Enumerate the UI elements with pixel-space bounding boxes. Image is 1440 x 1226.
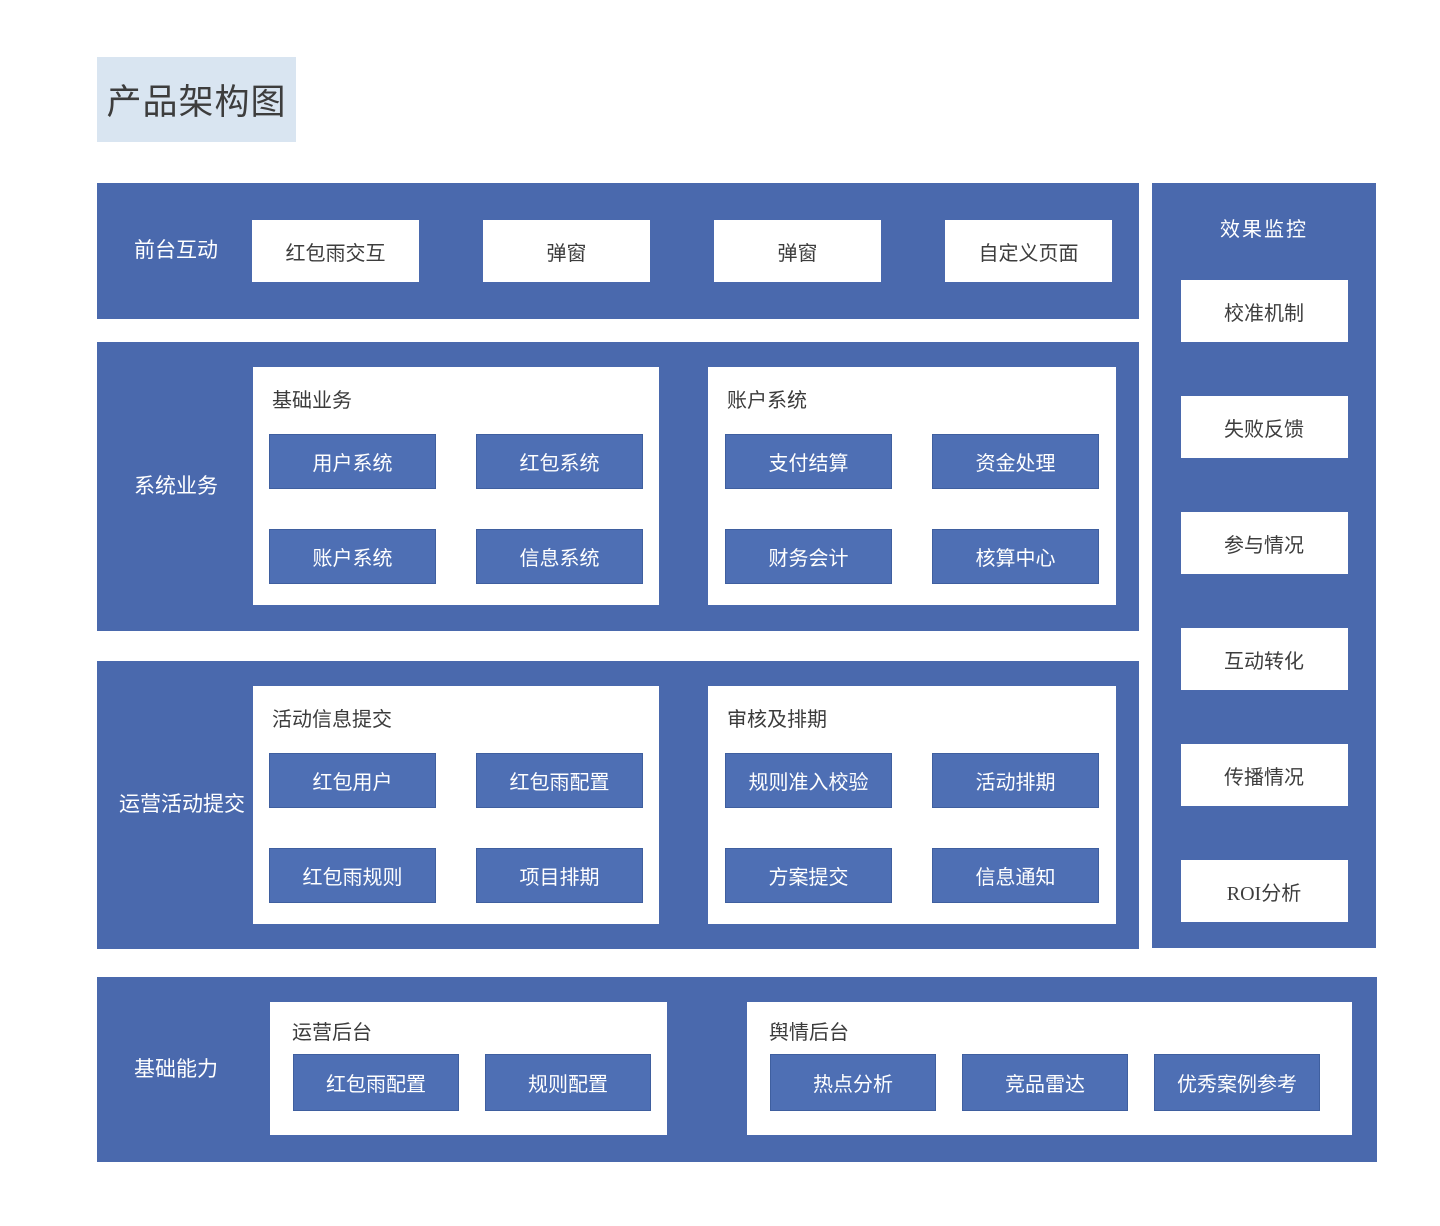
- panel-operation-backend-title: 运营后台: [292, 1022, 372, 1044]
- monitor-item-calibration: 校准机制: [1180, 280, 1348, 342]
- module-competitor-radar: 竞品雷达: [962, 1054, 1128, 1111]
- module-redpacket-rain-config: 红包雨配置: [476, 753, 643, 808]
- module-info-system: 信息系统: [476, 529, 643, 584]
- module-rule-admission-check: 规则准入校验: [725, 753, 892, 808]
- module-accounting-center: 核算中心: [932, 529, 1099, 584]
- module-project-schedule: 项目排期: [476, 848, 643, 903]
- module-redpacket-system: 红包系统: [476, 434, 643, 489]
- panel-activity-info-grid: 红包用户 红包雨配置 红包雨规则 项目排期: [253, 753, 659, 903]
- monitor-list: 校准机制 失败反馈 参与情况 互动转化 传播情况 ROI分析: [1180, 280, 1348, 922]
- front-item-redpacket-rain: 红包雨交互: [252, 220, 419, 282]
- panel-review-schedule-grid: 规则准入校验 活动排期 方案提交 信息通知: [708, 753, 1116, 903]
- module-rule-config: 规则配置: [485, 1054, 651, 1111]
- panel-account-system-title: 账户系统: [727, 390, 807, 412]
- module-info-notification: 信息通知: [932, 848, 1099, 903]
- panel-basic-business-grid: 用户系统 红包系统 账户系统 信息系统: [253, 434, 659, 584]
- panel-operation-backend-row: 红包雨配置 规则配置: [293, 1054, 667, 1111]
- monitor-column: 效果监控 校准机制 失败反馈 参与情况 互动转化 传播情况 ROI分析: [1152, 183, 1376, 948]
- band-front-interaction: 前台互动 红包雨交互 弹窗 弹窗 自定义页面: [97, 183, 1139, 319]
- panel-account-system-grid: 支付结算 资金处理 财务会计 核算中心: [708, 434, 1116, 584]
- monitor-item-interaction-conversion: 互动转化: [1180, 628, 1348, 690]
- panel-account-system: 账户系统 支付结算 资金处理 财务会计 核算中心: [708, 367, 1116, 605]
- band-base-label: 基础能力: [134, 1056, 218, 1081]
- panel-sentiment-backend-title: 舆情后台: [769, 1022, 849, 1044]
- module-plan-submit: 方案提交: [725, 848, 892, 903]
- monitor-item-roi-analysis: ROI分析: [1180, 860, 1348, 922]
- front-item-custom-page: 自定义页面: [945, 220, 1112, 282]
- panel-sentiment-backend: 舆情后台 热点分析 竞品雷达 优秀案例参考: [747, 1002, 1352, 1135]
- panel-activity-info-submit: 活动信息提交 红包用户 红包雨配置 红包雨规则 项目排期: [253, 686, 659, 924]
- module-redpacket-rain-config-backend: 红包雨配置: [293, 1054, 459, 1111]
- front-items: 红包雨交互 弹窗 弹窗 自定义页面: [252, 220, 1112, 282]
- band-operation-label: 运营活动提交: [119, 792, 245, 817]
- monitor-item-spread: 传播情况: [1180, 744, 1348, 806]
- panel-review-schedule: 审核及排期 规则准入校验 活动排期 方案提交 信息通知: [708, 686, 1116, 924]
- panel-sentiment-backend-row: 热点分析 竞品雷达 优秀案例参考: [770, 1054, 1352, 1111]
- monitor-item-failure-feedback: 失败反馈: [1180, 396, 1348, 458]
- front-item-popup-2: 弹窗: [714, 220, 881, 282]
- module-account-system: 账户系统: [269, 529, 436, 584]
- module-payment-settlement: 支付结算: [725, 434, 892, 489]
- band-base-capability: 基础能力 运营后台 红包雨配置 规则配置 舆情后台 热点分析 竞品雷达 优秀案例…: [97, 977, 1377, 1162]
- front-item-popup-1: 弹窗: [483, 220, 650, 282]
- band-front-label: 前台互动: [134, 238, 218, 263]
- module-financial-accounting: 财务会计: [725, 529, 892, 584]
- band-system-label: 系统业务: [134, 473, 218, 498]
- monitor-title: 效果监控: [1220, 219, 1308, 241]
- page-title: 产品架构图: [97, 57, 296, 142]
- module-activity-schedule: 活动排期: [932, 753, 1099, 808]
- monitor-item-participation: 参与情况: [1180, 512, 1348, 574]
- band-operation-activity: 运营活动提交 活动信息提交 红包用户 红包雨配置 红包雨规则 项目排期 审核及排…: [97, 661, 1139, 949]
- module-redpacket-user: 红包用户: [269, 753, 436, 808]
- panel-operation-backend: 运营后台 红包雨配置 规则配置: [270, 1002, 667, 1135]
- panel-basic-business: 基础业务 用户系统 红包系统 账户系统 信息系统: [253, 367, 659, 605]
- band-system-business: 系统业务 基础业务 用户系统 红包系统 账户系统 信息系统 账户系统 支付结算 …: [97, 342, 1139, 631]
- module-fund-processing: 资金处理: [932, 434, 1099, 489]
- panel-activity-info-title: 活动信息提交: [272, 709, 392, 731]
- module-excellent-case-reference: 优秀案例参考: [1154, 1054, 1320, 1111]
- module-user-system: 用户系统: [269, 434, 436, 489]
- module-hotspot-analysis: 热点分析: [770, 1054, 936, 1111]
- module-redpacket-rain-rules: 红包雨规则: [269, 848, 436, 903]
- panel-basic-business-title: 基础业务: [272, 390, 352, 412]
- panel-review-schedule-title: 审核及排期: [727, 709, 827, 731]
